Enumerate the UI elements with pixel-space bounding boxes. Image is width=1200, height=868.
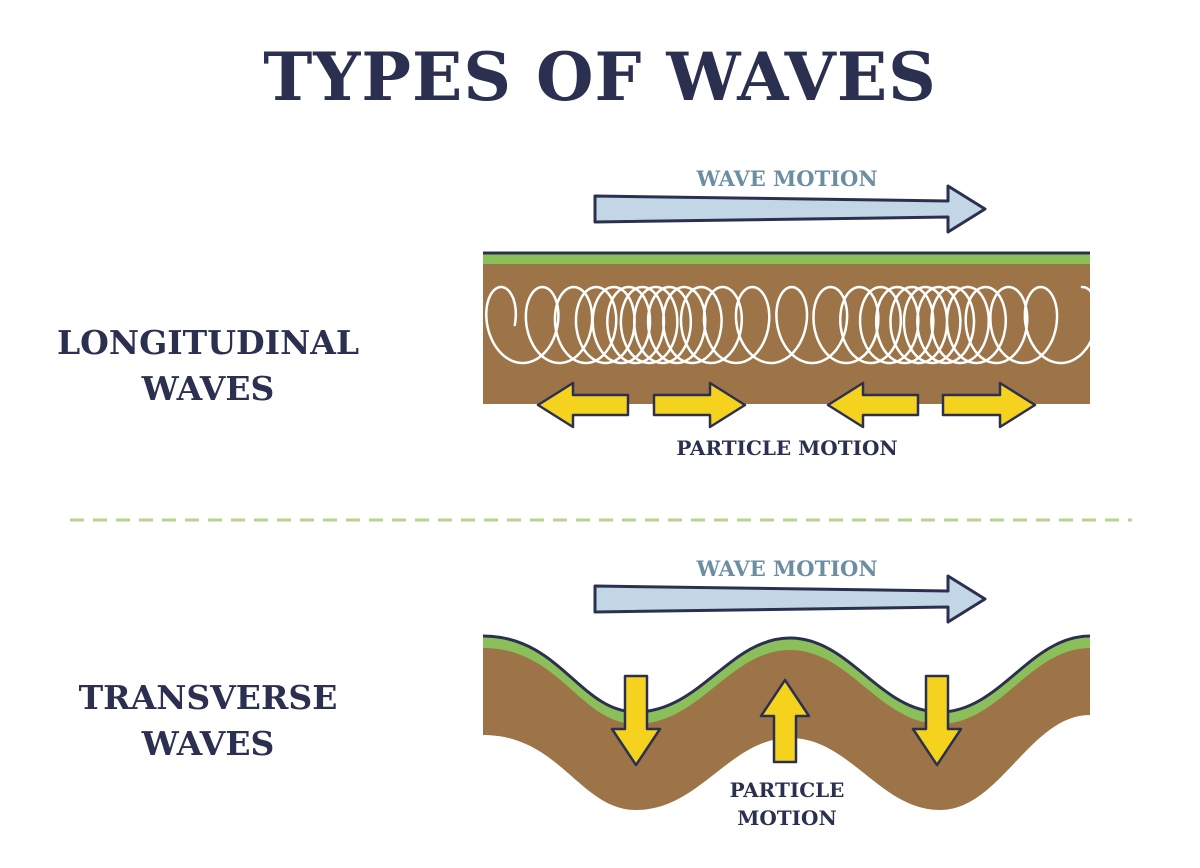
particle-arrow-right-1 bbox=[652, 381, 747, 429]
transverse-waves-label: TRANSVERSE WAVES bbox=[28, 675, 388, 767]
transverse-wave-motion-arrow bbox=[593, 574, 987, 624]
longitudinal-ground-block bbox=[483, 256, 1090, 404]
particle-arrow-down-2 bbox=[911, 674, 963, 767]
longitudinal-label-line1: LONGITUDINAL bbox=[56, 323, 360, 362]
longitudinal-wave-motion-arrow bbox=[593, 184, 987, 234]
transverse-diagram: WAVE MOTION PARTICLE MOTION bbox=[482, 556, 1091, 830]
longitudinal-wave-motion-text: WAVE MOTION bbox=[695, 166, 877, 191]
transverse-wave-outline bbox=[482, 634, 1091, 714]
transverse-particle-motion-text-line2: MOTION bbox=[737, 806, 837, 830]
page-title: TYPES OF WAVES bbox=[263, 38, 937, 116]
transverse-label-line2: WAVES bbox=[141, 724, 275, 763]
longitudinal-diagram: WAVE MOTION PARTICLE MOTION bbox=[483, 166, 1099, 460]
transverse-wave-motion-text: WAVE MOTION bbox=[695, 556, 877, 581]
particle-arrow-down-1 bbox=[610, 674, 662, 767]
particle-arrow-up bbox=[759, 678, 811, 764]
transverse-particle-motion-text-line1: PARTICLE bbox=[730, 778, 845, 802]
longitudinal-grass-strip bbox=[483, 253, 1090, 264]
particle-arrow-left-1 bbox=[536, 381, 630, 429]
particle-arrow-right-2 bbox=[941, 381, 1037, 429]
particle-arrow-left-2 bbox=[826, 381, 920, 429]
longitudinal-waves-label: LONGITUDINAL WAVES bbox=[28, 320, 388, 412]
transverse-label-line1: TRANSVERSE bbox=[78, 678, 338, 717]
longitudinal-particle-motion-text: PARTICLE MOTION bbox=[676, 436, 897, 460]
coil-spring bbox=[485, 285, 1099, 365]
longitudinal-label-line2: WAVES bbox=[141, 369, 275, 408]
